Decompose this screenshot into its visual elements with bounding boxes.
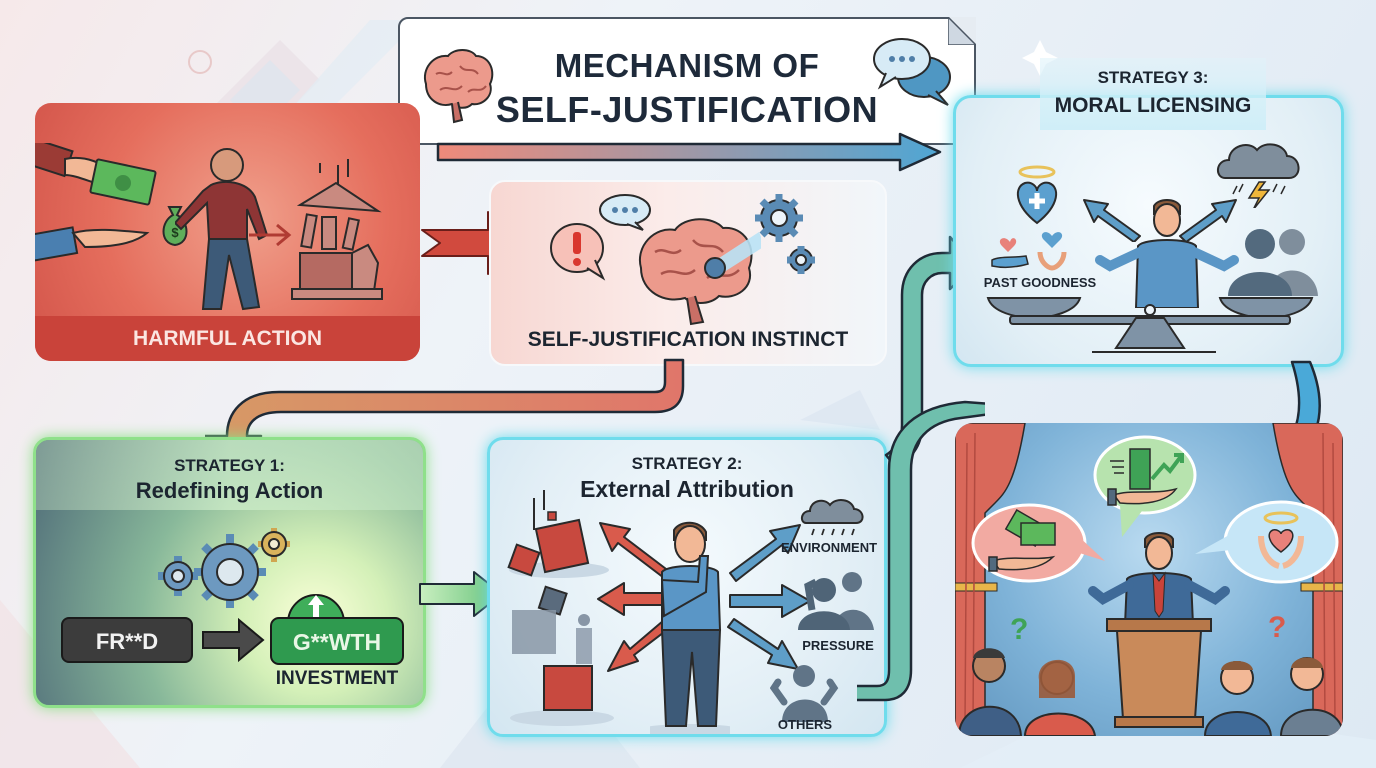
haloed-heart-icon: [1016, 165, 1058, 225]
thinking-bubble-icon: [599, 194, 651, 231]
title-line-2: SELF-JUSTIFICATION: [495, 89, 879, 130]
brain-icon: [423, 49, 494, 124]
audience-icon: [957, 648, 1343, 736]
strategy1-panel: STRATEGY 1: Redefining Action FR**D G**W…: [33, 437, 426, 708]
flow-arrow-top: [436, 132, 942, 172]
svg-text:$: $: [171, 225, 179, 240]
shrugging-person-icon: [770, 665, 839, 722]
fraud-label-box: FR**D: [61, 617, 193, 663]
arrow-right-small-icon: [249, 223, 292, 247]
balance-scale-icon: [986, 297, 1314, 353]
people-silhouette-icon: [1228, 229, 1318, 296]
strategy2-subheading: External Attribution: [580, 476, 794, 502]
harmful-action-panel: $ HARMFUL ACTION: [35, 103, 420, 361]
stressed-people-icon: [798, 572, 874, 630]
strategy3-subheading: MORAL LICENSING: [1054, 94, 1252, 117]
speaker-podium-icon: [1088, 532, 1230, 728]
redefine-arrow-icon: [202, 618, 265, 662]
outcome-panel: ? ?: [955, 423, 1343, 736]
flow-arrow-instinct-to-strategy1: [205, 358, 685, 458]
rain-cloud-icon: [800, 499, 864, 536]
stage-curtain-icon: [955, 423, 1343, 736]
halo-heart-bubble-icon: [1195, 500, 1339, 584]
investment-caption: INVESTMENT: [275, 668, 399, 689]
blame-arrows-left-icon: [597, 522, 677, 672]
harmful-action-label: HARMFUL ACTION: [133, 327, 322, 350]
person-gesturing-icon: [650, 521, 730, 734]
pressure-label: PRESSURE: [802, 638, 874, 653]
growth-label-box: G**WTH: [270, 617, 404, 665]
strategy3-heading: STRATEGY 3:: [1097, 68, 1209, 87]
strategy1-header: STRATEGY 1: Redefining Action: [36, 440, 423, 510]
strategy2-heading: STRATEGY 2:: [631, 454, 743, 473]
walking-man-icon: [175, 148, 269, 311]
speech-bubbles-icon: [873, 38, 951, 106]
gear-icon: [755, 194, 815, 274]
strategy1-subheading: Redefining Action: [135, 478, 324, 503]
environment-label: ENVIRONMENT: [780, 540, 878, 555]
page-fold-icon: [948, 17, 976, 45]
strategy3-header: STRATEGY 3: MORAL LICENSING: [1040, 58, 1266, 130]
instinct-label: SELF-JUSTIFICATION INSTINCT: [527, 328, 849, 351]
harmful-action-label-bar: HARMFUL ACTION: [35, 316, 420, 361]
title-line-1: MECHANISM OF: [554, 47, 820, 84]
flow-arrow-strategy2-to-outcome: [857, 400, 985, 702]
question-mark-icon: ?: [1010, 613, 1029, 646]
bribe-hands-icon: [35, 143, 157, 262]
past-goodness-label: PAST GOODNESS: [983, 275, 1097, 290]
strategy2-panel: STRATEGY 2: External Attribution: [487, 437, 887, 737]
up-arrow-coin-icon: [286, 594, 346, 623]
others-label: OTHERS: [777, 717, 833, 732]
falling-boxes-icon: [507, 490, 614, 726]
gears-icon: [158, 528, 290, 608]
man-center-icon: [1095, 199, 1239, 308]
strategy1-heading: STRATEGY 1:: [174, 456, 285, 475]
blame-arrows-right-icon: [727, 524, 811, 670]
storm-cloud-icon: [1217, 143, 1300, 208]
collapsing-bank-icon: [291, 159, 383, 300]
growth-hand-bubble-icon: [1093, 435, 1197, 537]
alert-bubble-icon: [550, 223, 606, 281]
money-hand-bubble-icon: [971, 503, 1105, 583]
title-card: MECHANISM OF SELF-JUSTIFICATION: [398, 17, 976, 145]
strategy3-arrows-icon: [1083, 199, 1237, 242]
giving-hands-icon: [991, 232, 1067, 271]
growth-label: G**WTH: [292, 629, 382, 655]
question-mark-icon: ?: [1268, 611, 1287, 644]
brain-icon: [638, 218, 761, 326]
instinct-panel: SELF-JUSTIFICATION INSTINCT: [489, 180, 887, 366]
fraud-label: FR**D: [95, 629, 159, 654]
